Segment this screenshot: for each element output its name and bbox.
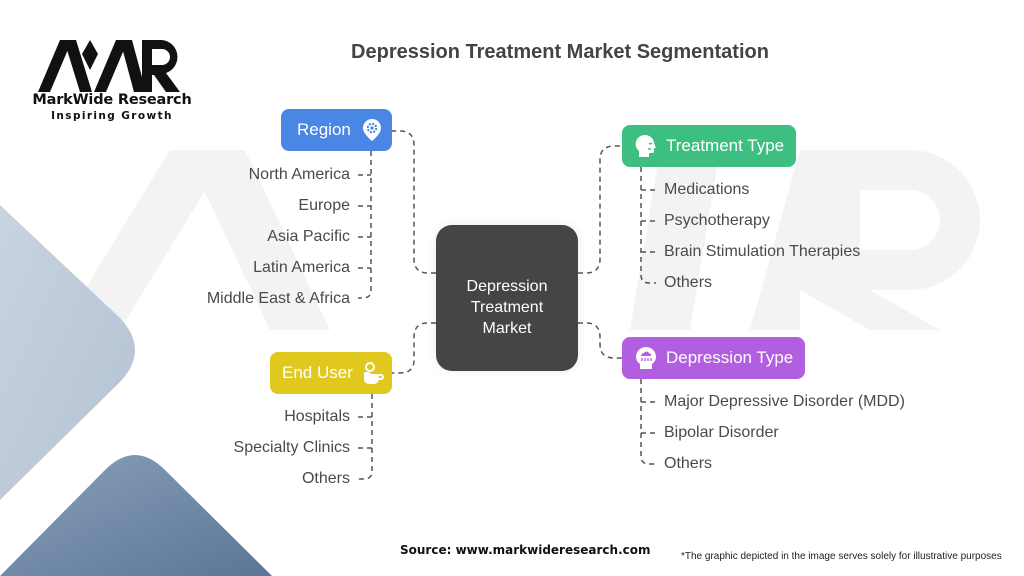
segment-region: Region (281, 109, 392, 151)
region-item: Asia Pacific (267, 228, 350, 245)
logo-tagline: Inspiring Growth (51, 110, 173, 122)
region-item: Middle East & Africa (206, 290, 350, 307)
segment-treatment-type-label: Treatment Type (666, 136, 785, 155)
head-profile-icon (634, 134, 658, 158)
source-credit: Source: www.markwideresearch.com (400, 543, 651, 557)
segment-end-user: End User (270, 352, 392, 394)
end-user-item: Others (301, 470, 350, 487)
disclaimer-note: *The graphic depicted in the image serve… (681, 551, 1002, 562)
region-item: Latin America (253, 259, 350, 276)
depression-type-item: Others (664, 455, 713, 472)
decor-shape-light (0, 205, 135, 500)
depression-type-item: Major Depressive Disorder (MDD) (664, 393, 905, 410)
decor-shape-dark (0, 455, 272, 576)
segment-treatment-type: Treatment Type (622, 125, 796, 167)
end-user-item: Specialty Clinics (233, 439, 350, 456)
user-hand-icon (361, 361, 385, 385)
end-user-item: Hospitals (284, 408, 350, 425)
logo-company-name: MarkWide Research (32, 92, 192, 108)
region-item: North America (248, 166, 350, 183)
treatment-type-item: Others (664, 274, 713, 291)
treatment-type-item: Brain Stimulation Therapies (664, 243, 861, 260)
segment-region-label: Region (297, 120, 351, 139)
depression-type-item: Bipolar Disorder (664, 424, 779, 441)
markwide-logo: MarkWide Research Inspiring Growth (32, 40, 192, 125)
segment-depression-type-label: Depression Type (666, 348, 794, 367)
center-node: Depression Treatment Market (436, 225, 578, 371)
page-title: Depression Treatment Market Segmentation (351, 41, 769, 63)
rain-cloud-head-icon (634, 346, 658, 370)
segment-depression-type: Depression Type (622, 337, 805, 379)
center-node-label: Depression Treatment Market (466, 277, 548, 337)
treatment-type-item: Medications (664, 181, 750, 198)
region-item: Europe (298, 197, 350, 214)
segment-end-user-label: End User (282, 363, 353, 382)
location-gear-icon (360, 118, 384, 142)
mwr-logo-mark-icon (38, 40, 180, 92)
treatment-type-item: Psychotherapy (664, 212, 770, 229)
